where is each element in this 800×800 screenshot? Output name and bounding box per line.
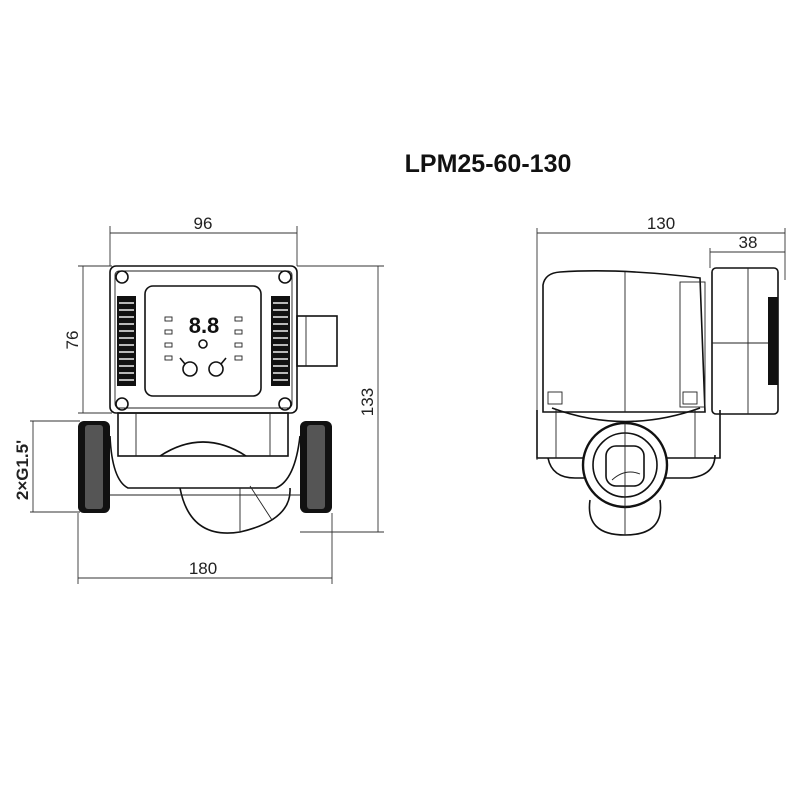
front-view: 96 76 133 2×G1.5' 180 <box>13 214 384 584</box>
dimension-133: 133 <box>297 265 384 533</box>
digital-display: 8.8 <box>189 313 220 338</box>
control-box: 8.8 <box>109 265 298 414</box>
pump-mode-icon <box>179 357 227 377</box>
side-view: 130 38 <box>536 214 786 536</box>
indicator-leds <box>164 316 243 361</box>
dimension-thread-label: 2×G1.5' <box>13 440 32 500</box>
dimension-76-label: 76 <box>63 331 82 350</box>
cable-connector <box>296 315 338 367</box>
screw-icon <box>278 270 292 284</box>
dimension-38: 38 <box>709 233 785 268</box>
display-panel <box>144 285 262 397</box>
side-vent <box>768 297 778 385</box>
dimension-130-label: 130 <box>647 214 675 233</box>
dimension-76: 76 <box>63 265 112 414</box>
screw-icon <box>115 270 129 284</box>
screw-icon <box>278 397 292 411</box>
dimension-180-label: 180 <box>189 559 217 578</box>
motor-housing <box>542 270 706 423</box>
model-title: LPM25-60-130 <box>405 150 572 178</box>
pipe-inlet <box>581 421 669 536</box>
button-icon <box>198 339 208 349</box>
dimension-180: 180 <box>77 513 333 584</box>
left-vent <box>117 296 136 386</box>
dimension-133-label: 133 <box>358 388 377 416</box>
right-vent <box>271 296 290 386</box>
right-fitting <box>300 421 332 513</box>
dimension-96-label: 96 <box>194 214 213 233</box>
dimension-thread: 2×G1.5' <box>13 420 80 513</box>
left-fitting <box>78 421 110 513</box>
vent-slats <box>119 302 288 381</box>
screw-icon <box>115 397 129 411</box>
side-control-box <box>711 267 779 415</box>
dimension-38-label: 38 <box>739 233 758 252</box>
dimension-96: 96 <box>109 214 298 266</box>
pump-body <box>109 412 301 534</box>
